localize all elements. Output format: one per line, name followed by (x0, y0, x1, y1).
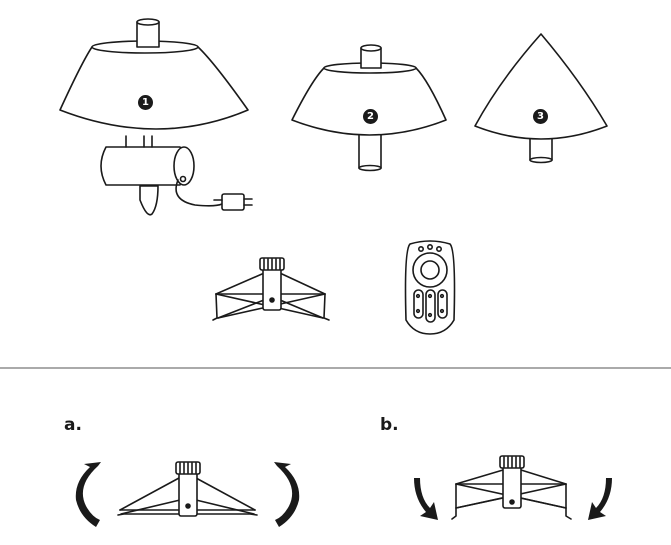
fold-down-arrow-icon (414, 478, 438, 520)
part-number-badge-3: 3 (533, 109, 548, 124)
step-label-a: a. (64, 415, 82, 435)
rotate-arrow-icon (274, 462, 300, 527)
rotate-arrow-icon (75, 462, 101, 527)
tree-stand (212, 257, 330, 321)
tree-section-2 (291, 44, 447, 172)
stand-step-b (451, 455, 572, 520)
fold-down-arrow-icon (588, 478, 612, 520)
stand-step-a (117, 461, 258, 517)
power-adapter-icon (213, 193, 253, 211)
tree-section-3 (474, 33, 608, 164)
tree-section-1 (59, 18, 253, 216)
step-label-b: b. (380, 415, 399, 435)
part-number-badge-1: 1 (138, 95, 153, 110)
part-number-badge-2: 2 (363, 109, 378, 124)
motor-housing (100, 135, 195, 186)
remote-control-icon (404, 240, 456, 335)
